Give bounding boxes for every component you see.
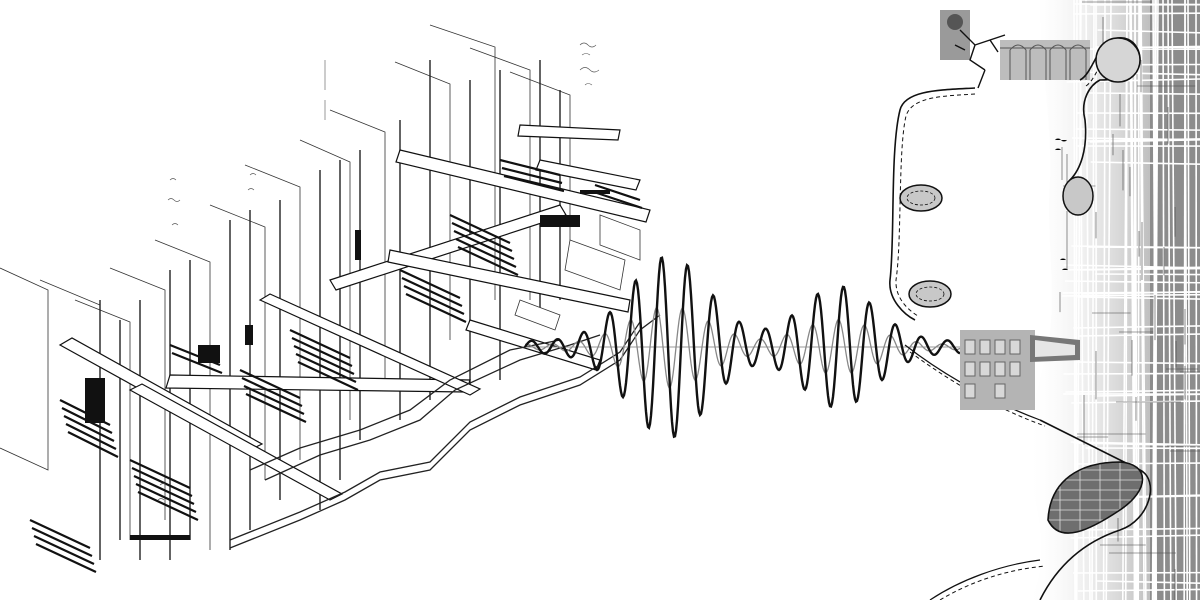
oval-2 (908, 280, 952, 308)
stair-flight-3 (129, 459, 199, 521)
building-collage-top (940, 10, 1090, 89)
stair-flight-1 (59, 399, 119, 458)
stair-flight-9 (594, 183, 643, 210)
wave-black (524, 256, 961, 439)
solid-blocks (85, 190, 610, 540)
oval-4 (1095, 37, 1141, 83)
stair-flight-2 (29, 519, 97, 573)
oval-dashes (906, 190, 945, 302)
stair-flight-4 (239, 369, 307, 423)
stair-flight-7 (449, 214, 519, 276)
urban-map-collage (889, 0, 1200, 600)
street-grid (1060, 0, 1200, 600)
oval-3 (1062, 176, 1094, 216)
wave-gray (524, 307, 961, 389)
diagonal-beams (58, 124, 651, 501)
oval-1 (899, 184, 943, 212)
stair-flight-6 (399, 269, 467, 323)
isometric-structure-drawing (0, 24, 661, 573)
photo-oval (1047, 461, 1144, 534)
highlight-ovals (899, 37, 1141, 308)
sound-wave (524, 256, 961, 439)
handwritten-notes (157, 42, 600, 501)
stair-flight-5 (289, 329, 359, 391)
stair-flight-8 (499, 158, 565, 193)
facade-collage (960, 330, 1080, 410)
root-scribble (954, 29, 1006, 89)
stair-treads (29, 158, 643, 573)
small-panels (514, 214, 641, 331)
map-notes (1054, 138, 1069, 271)
